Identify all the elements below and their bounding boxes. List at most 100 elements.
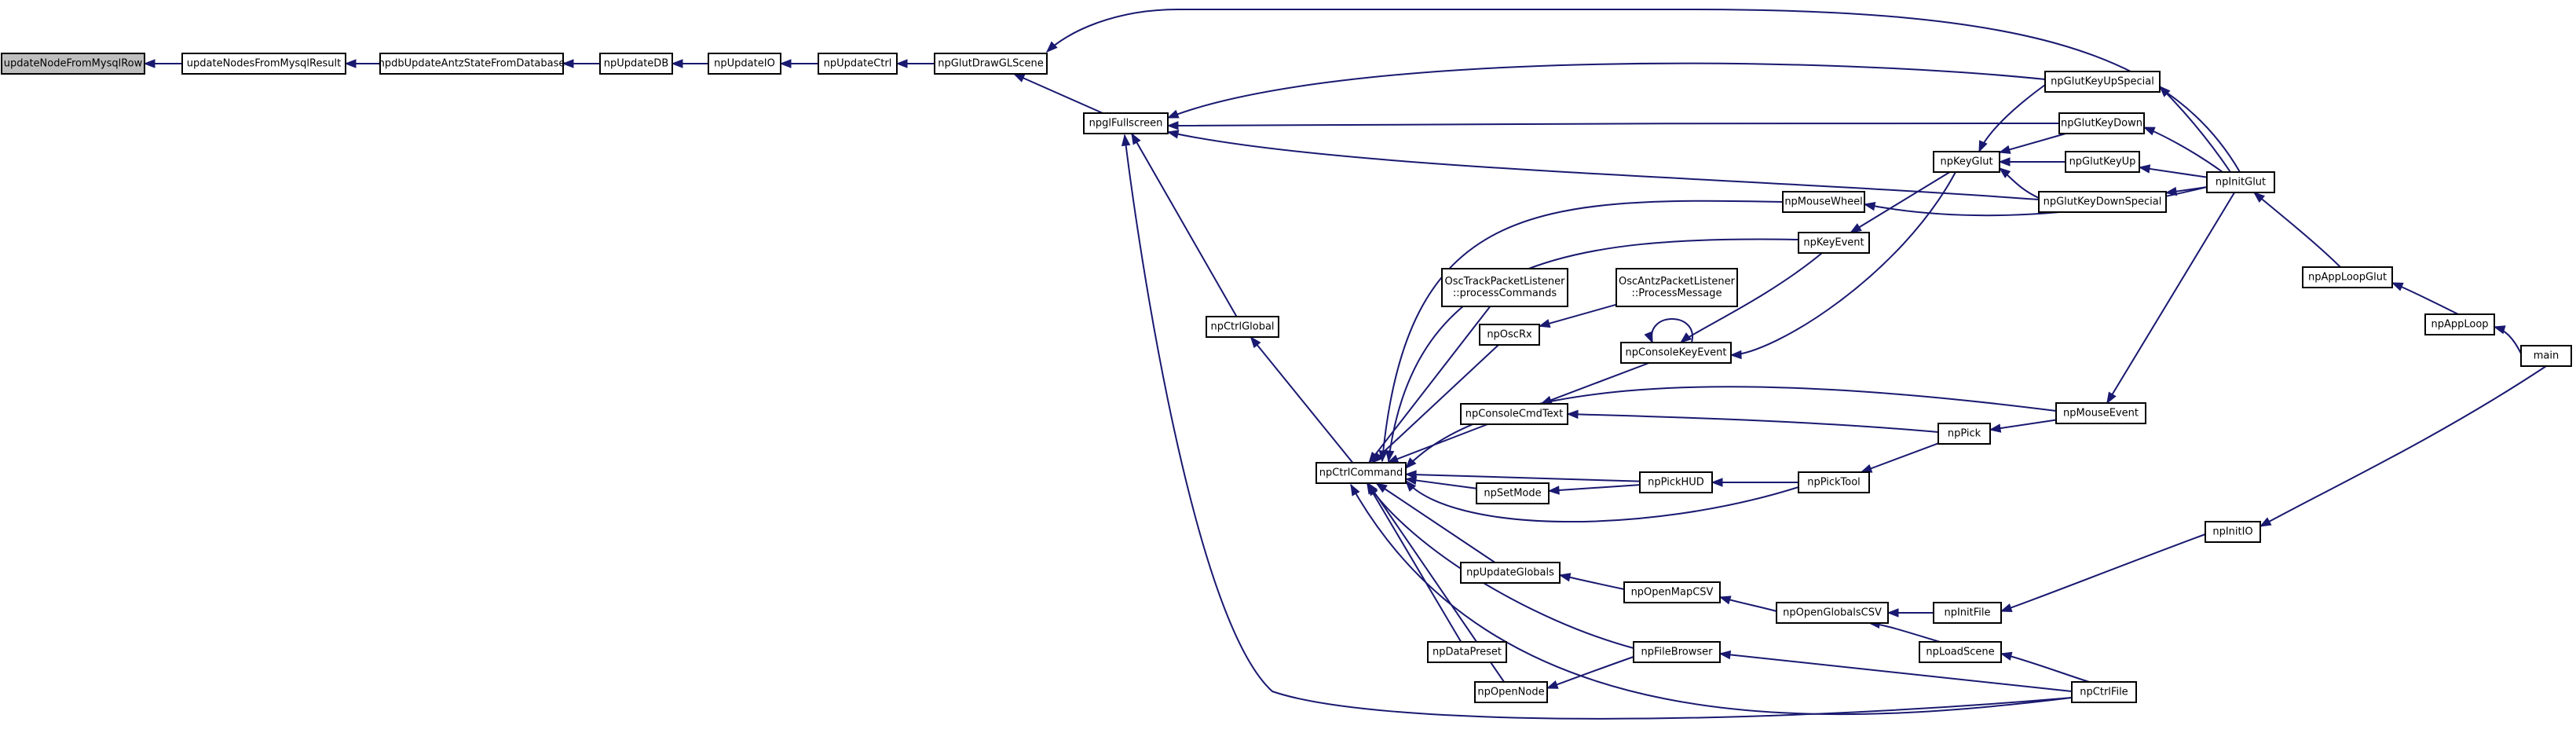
node-npKeyGlut[interactable]: npKeyGlut — [1933, 151, 2000, 173]
node-box[interactable] — [1474, 681, 1548, 703]
node-npGlutDrawGLScene[interactable]: npGlutDrawGLScene — [934, 53, 1048, 75]
node-npUpdateCtrl[interactable]: npUpdateCtrl — [818, 53, 898, 75]
node-npUpdateIO[interactable]: npUpdateIO — [708, 53, 781, 75]
node-npAppLoop[interactable]: npAppLoop — [2424, 313, 2495, 335]
node-box[interactable] — [1798, 232, 1870, 254]
node-box[interactable] — [1427, 641, 1507, 663]
node-npCtrlFile[interactable]: npCtrlFile — [2071, 681, 2137, 703]
node-box[interactable] — [2055, 402, 2146, 424]
node-box[interactable] — [379, 53, 564, 75]
edge-npAppLoopGlut-to-npInitGlut — [2253, 192, 2341, 268]
node-box[interactable] — [1, 53, 145, 75]
node-npMouseEvent[interactable]: npMouseEvent — [2055, 402, 2146, 424]
node-npUpdateGlobals[interactable]: npUpdateGlobals — [1460, 562, 1561, 584]
node-box[interactable] — [2071, 681, 2137, 703]
node-box[interactable] — [1919, 641, 2002, 663]
node-npOpenNode[interactable]: npOpenNode — [1474, 681, 1548, 703]
node-box[interactable] — [2205, 521, 2261, 543]
node-box[interactable] — [2302, 266, 2393, 288]
node-box[interactable] — [1476, 482, 1550, 504]
node-npConsoleCmdText[interactable]: npConsoleCmdText — [1460, 403, 1568, 425]
node-main[interactable]: main — [2520, 345, 2572, 367]
node-box[interactable] — [2044, 71, 2161, 93]
node-npOscRx[interactable]: npOscRx — [1479, 324, 1540, 346]
node-box[interactable] — [1639, 471, 1713, 493]
node-npGlutKeyDownSpecial[interactable]: npGlutKeyDownSpecial — [2038, 191, 2167, 213]
node-box[interactable] — [1623, 581, 1721, 603]
node-OscTrackPacketListener[interactable]: OscTrackPacketListener::processCommands — [1441, 268, 1568, 307]
node-box[interactable] — [934, 53, 1048, 75]
node-box[interactable] — [2520, 345, 2572, 367]
node-npSetMode[interactable]: npSetMode — [1476, 482, 1550, 504]
node-box[interactable] — [1633, 641, 1721, 663]
node-box[interactable] — [1933, 151, 2000, 173]
node-label: npDataPreset — [1433, 647, 1502, 658]
node-npMouseWheel[interactable]: npMouseWheel — [1782, 191, 1865, 213]
node-label: npUpdateCtrl — [824, 58, 892, 70]
node-npCtrlCommand[interactable]: npCtrlCommand — [1315, 462, 1407, 484]
arrowhead-npCtrlCommand — [1367, 483, 1378, 497]
node-box[interactable] — [1937, 423, 1991, 445]
node-box[interactable] — [708, 53, 781, 75]
node-npglFullscreen[interactable]: npglFullscreen — [1083, 112, 1169, 134]
node-label: npGlutKeyDownSpecial — [2044, 196, 2162, 208]
node-box[interactable] — [818, 53, 898, 75]
node-box[interactable] — [1782, 191, 1865, 213]
node-npInitIO[interactable]: npInitIO — [2205, 521, 2261, 543]
arrowhead-npPickHUD — [1711, 478, 1723, 487]
arrowhead-npCtrlGlobal — [1250, 335, 1261, 349]
node-npAppLoopGlut[interactable]: npAppLoopGlut — [2302, 266, 2393, 288]
node-box[interactable] — [1615, 268, 1738, 307]
arrowhead-npAppLoop — [2493, 325, 2506, 335]
node-npKeyEvent[interactable]: npKeyEvent — [1798, 232, 1870, 254]
node-npDataPreset[interactable]: npDataPreset — [1427, 641, 1507, 663]
node-box[interactable] — [1441, 268, 1568, 307]
node-npInitGlut[interactable]: npInitGlut — [2206, 171, 2275, 193]
node-box[interactable] — [2058, 112, 2145, 134]
node-OscAntzPacketListener[interactable]: OscAntzPacketListener::ProcessMessage — [1615, 268, 1738, 307]
node-npLoadScene[interactable]: npLoadScene — [1919, 641, 2002, 663]
node-box[interactable] — [1315, 462, 1407, 484]
node-npCtrlGlobal[interactable]: npCtrlGlobal — [1206, 316, 1279, 338]
node-box[interactable] — [1460, 403, 1568, 425]
edge-OscAntzPacketListener-to-npOscRx — [1539, 303, 1617, 328]
node-box[interactable] — [1620, 342, 1732, 364]
node-box[interactable] — [1776, 602, 1889, 624]
node-box[interactable] — [1933, 602, 2002, 624]
node-box[interactable] — [2038, 191, 2167, 213]
arrowhead-npCtrlCommand — [1404, 475, 1418, 486]
edge-main-to-npInitIO — [2259, 365, 2547, 527]
arrowhead-npSetMode — [1547, 486, 1560, 495]
node-npdbUpdateAntzStateFromDatabase[interactable]: npdbUpdateAntzStateFromDatabase — [379, 53, 565, 75]
node-box[interactable] — [1460, 562, 1561, 584]
node-label: npKeyGlut — [1940, 156, 1992, 168]
node-updateNodesFromMysqlResult[interactable]: updateNodesFromMysqlResult — [181, 53, 346, 75]
edge-npInitGlut-to-npGlutKeyUp — [2139, 166, 2208, 178]
node-npUpdateDB[interactable]: npUpdateDB — [599, 53, 673, 75]
node-box[interactable] — [1206, 316, 1279, 338]
node-box[interactable] — [1083, 112, 1169, 134]
node-npPickTool[interactable]: npPickTool — [1798, 471, 1870, 493]
node-npGlutKeyUp[interactable]: npGlutKeyUp — [2065, 151, 2140, 173]
node-npPick[interactable]: npPick — [1937, 423, 1991, 445]
node-npPickHUD[interactable]: npPickHUD — [1639, 471, 1713, 493]
node-box[interactable] — [2206, 171, 2275, 193]
node-npGlutKeyDown[interactable]: npGlutKeyDown — [2058, 112, 2145, 134]
node-npInitFile[interactable]: npInitFile — [1933, 602, 2002, 624]
node-box[interactable] — [1798, 471, 1870, 493]
node-npFileBrowser[interactable]: npFileBrowser — [1633, 641, 1721, 663]
node-box[interactable] — [2065, 151, 2140, 173]
node-box[interactable] — [2424, 313, 2495, 335]
edge-npglFullscreen-to-npGlutDrawGLScene — [1013, 73, 1103, 114]
node-npOpenGlobalsCSV[interactable]: npOpenGlobalsCSV — [1776, 602, 1889, 624]
node-label: npOpenNode — [1477, 687, 1544, 698]
arrowhead-npglFullscreen — [1166, 130, 1180, 139]
node-box[interactable] — [599, 53, 673, 75]
node-npConsoleKeyEvent[interactable]: npConsoleKeyEvent — [1620, 342, 1732, 364]
node-npOpenMapCSV[interactable]: npOpenMapCSV — [1623, 581, 1721, 603]
arrowhead-npCtrlCommand — [1385, 449, 1395, 463]
node-box[interactable] — [181, 53, 346, 75]
node-npGlutKeyUpSpecial[interactable]: npGlutKeyUpSpecial — [2044, 71, 2161, 93]
node-box[interactable] — [1479, 324, 1540, 346]
node-updateNodeFromMysqlRow[interactable]: updateNodeFromMysqlRow — [1, 53, 145, 75]
